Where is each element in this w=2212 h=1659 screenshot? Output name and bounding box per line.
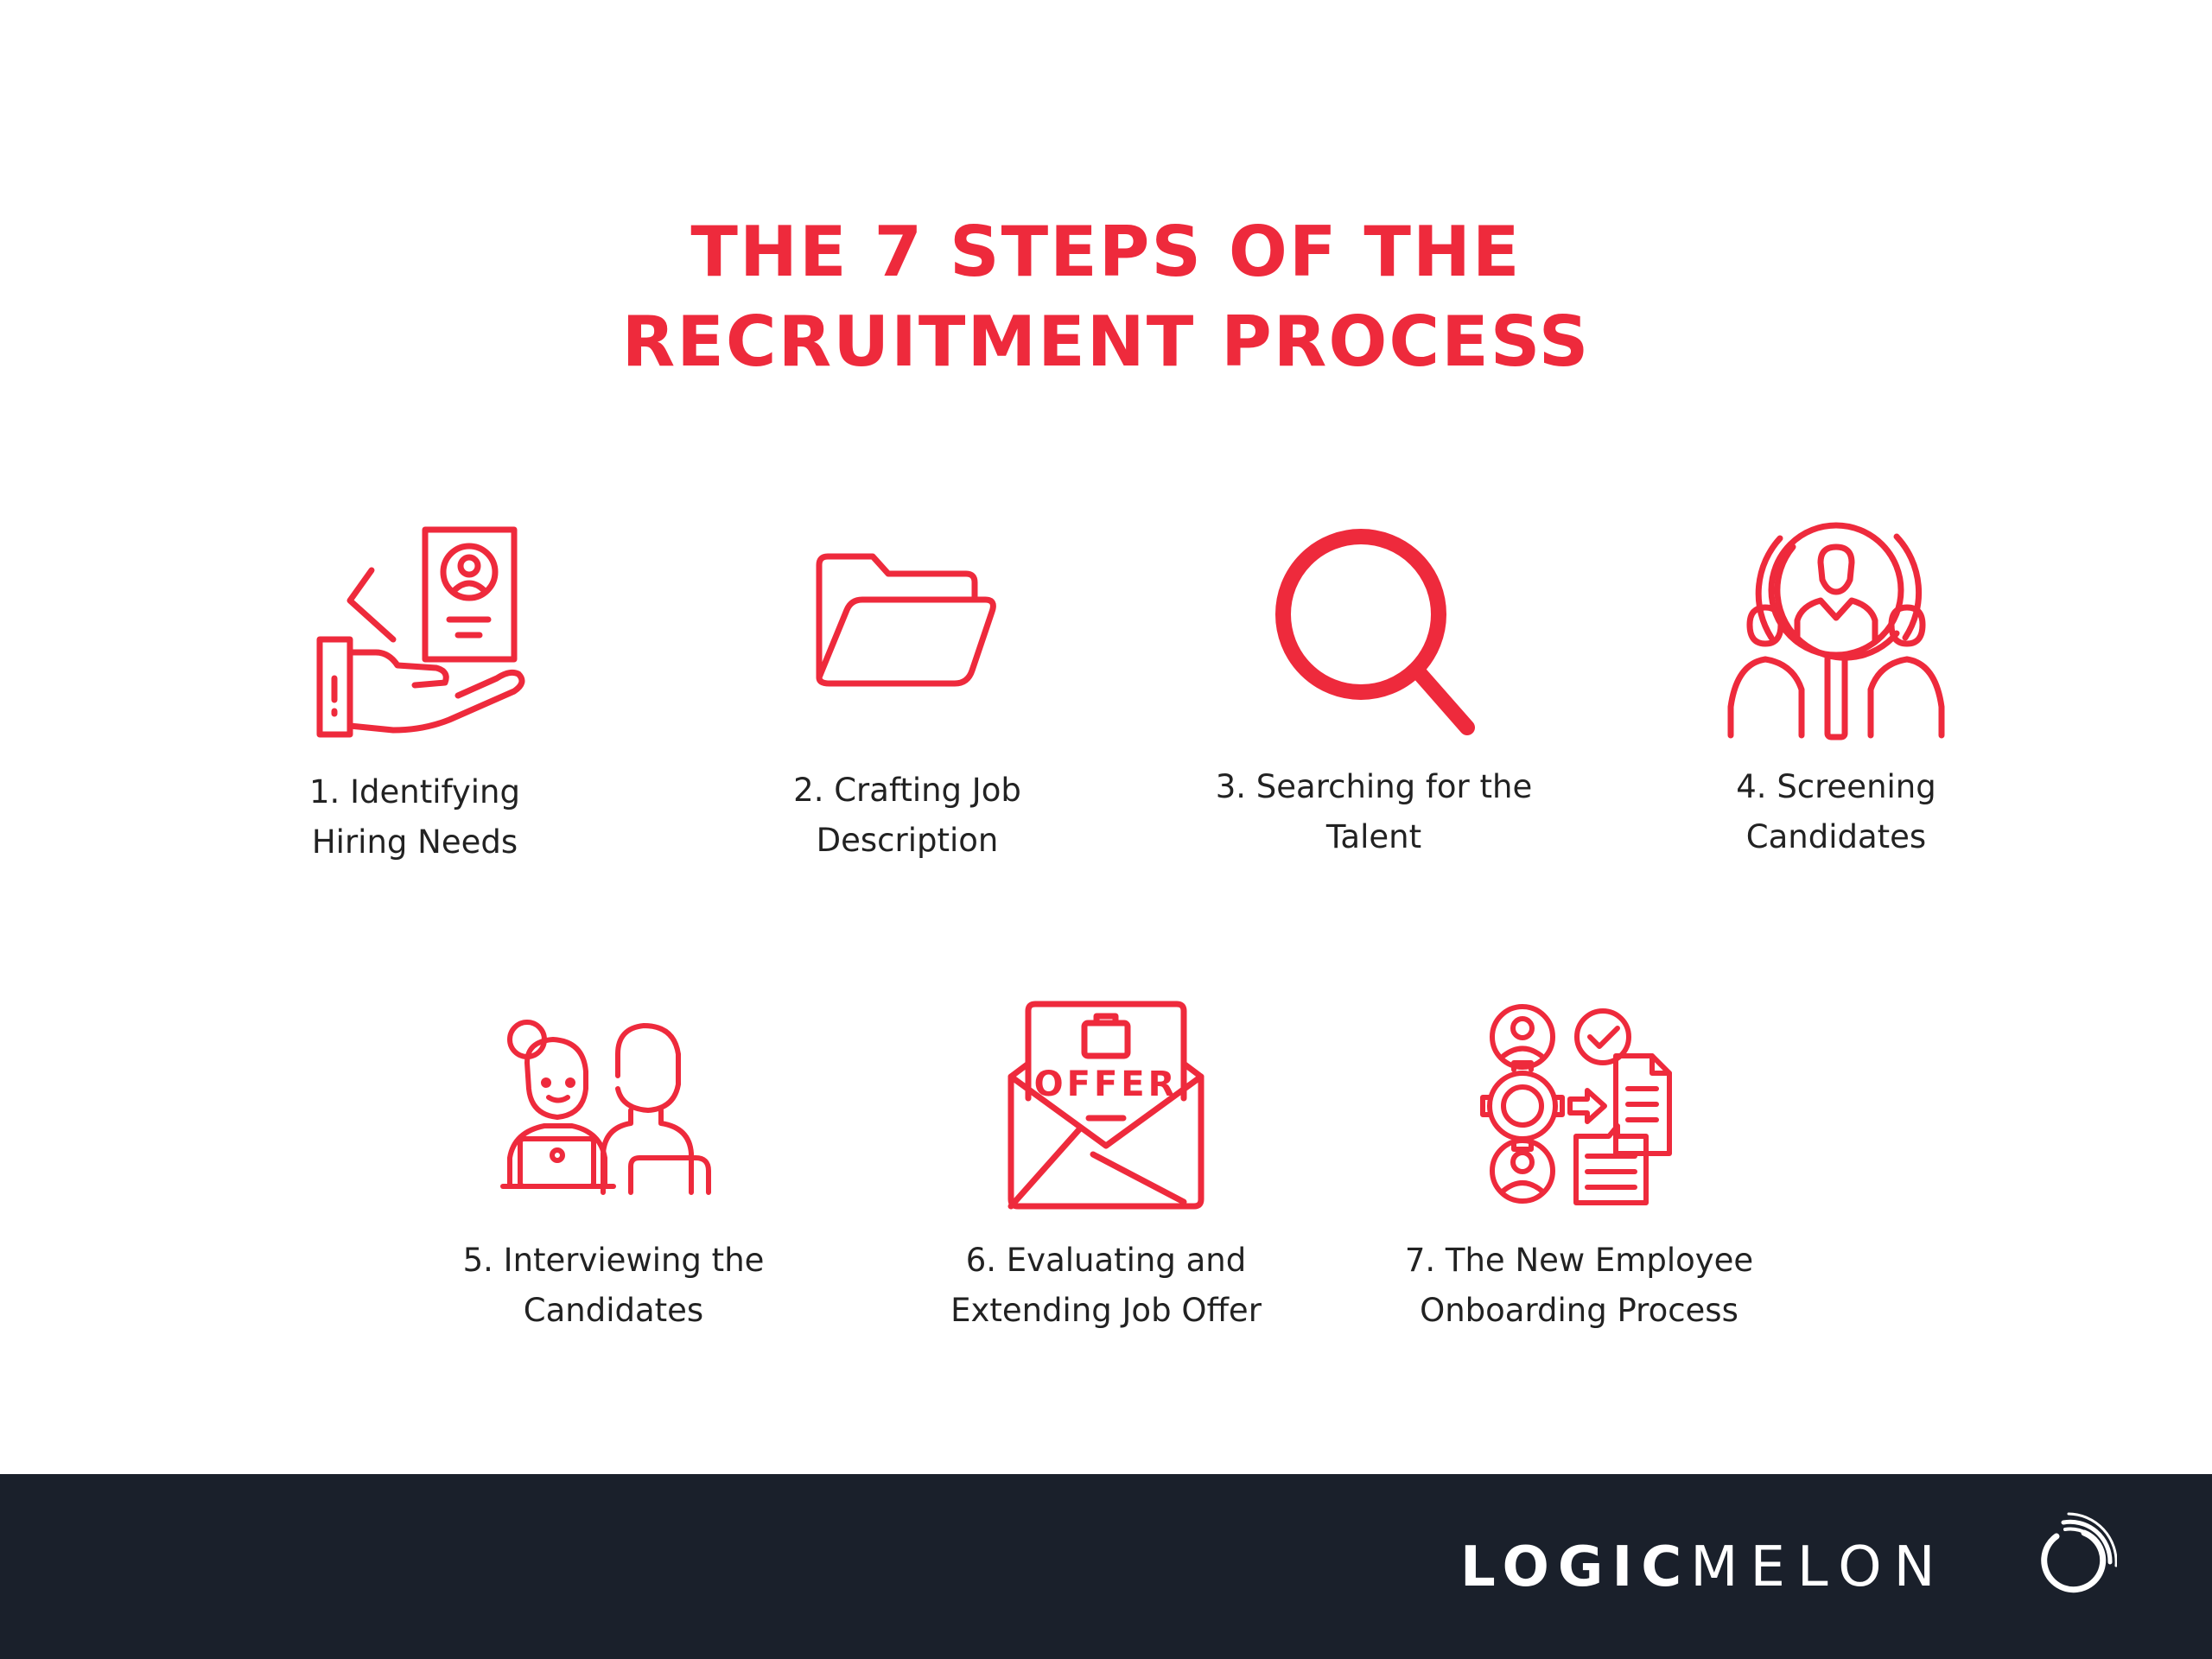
step-5-label: 5. Interviewing the Candidates	[441, 1236, 786, 1336]
interview-icon	[500, 1020, 711, 1195]
step-2-label-line-2: Description	[816, 822, 999, 859]
offer-envelope-icon: OFFER	[1007, 1001, 1205, 1210]
title-line-1: THE 7 STEPS OF THE	[690, 212, 1522, 292]
step-3-label-line-2: Talent	[1325, 818, 1422, 855]
magnifying-glass-icon	[1275, 529, 1475, 735]
brand-logic: LOGIC	[1460, 1535, 1691, 1599]
step-5-label-line-2: Candidates	[523, 1292, 704, 1329]
step-6-label: 6. Evaluating and Extending Job Offer	[916, 1236, 1296, 1336]
step-4-label-line-2: Candidates	[1745, 818, 1927, 855]
step-1-label-line-2: Hiring Needs	[311, 823, 518, 861]
step-7-label-line-1: 7. The New Employee	[1404, 1242, 1754, 1279]
step-2-label: 2. Crafting Job Description	[734, 766, 1080, 866]
title-line-2: RECRUITMENT PROCESS	[621, 302, 1591, 382]
step-3-label: 3. Searching for the Talent	[1184, 762, 1564, 862]
step-4-label-line-1: 4. Screening	[1736, 768, 1936, 805]
step-5-label-line-1: 5. Interviewing the	[462, 1242, 765, 1279]
step-7-label-line-2: Onboarding Process	[1420, 1292, 1738, 1329]
step-7-label: 7. The New Employee Onboarding Process	[1382, 1236, 1776, 1336]
brand-melon: MELON	[1690, 1535, 1948, 1599]
logicmelon-logo-icon	[2041, 1512, 2117, 1593]
step-3-label-line-1: 3. Searching for the	[1215, 768, 1533, 805]
footer-bar: LOGICMELON	[0, 1474, 2212, 1659]
hand-holding-resume-icon	[316, 526, 525, 738]
candidate-screening-icon	[1727, 522, 1945, 741]
step-1-label: 1. Identifying Hiring Needs	[242, 767, 588, 868]
step-2-label-line-1: 2. Crafting Job	[793, 772, 1021, 809]
page-title: THE 7 STEPS OF THE RECRUITMENT PROCESS	[0, 207, 2212, 387]
brand-wordmark: LOGICMELON	[1460, 1533, 1948, 1602]
svg-text:OFFER: OFFER	[1034, 1065, 1179, 1104]
step-6-label-line-1: 6. Evaluating and	[965, 1242, 1247, 1279]
open-folder-icon	[816, 553, 996, 687]
step-1-label-line-1: 1. Identifying	[309, 773, 520, 810]
step-4-label: 4. Screening Candidates	[1663, 762, 2009, 862]
step-6-label-line-2: Extending Job Offer	[950, 1292, 1262, 1329]
onboarding-icon	[1480, 1004, 1672, 1205]
